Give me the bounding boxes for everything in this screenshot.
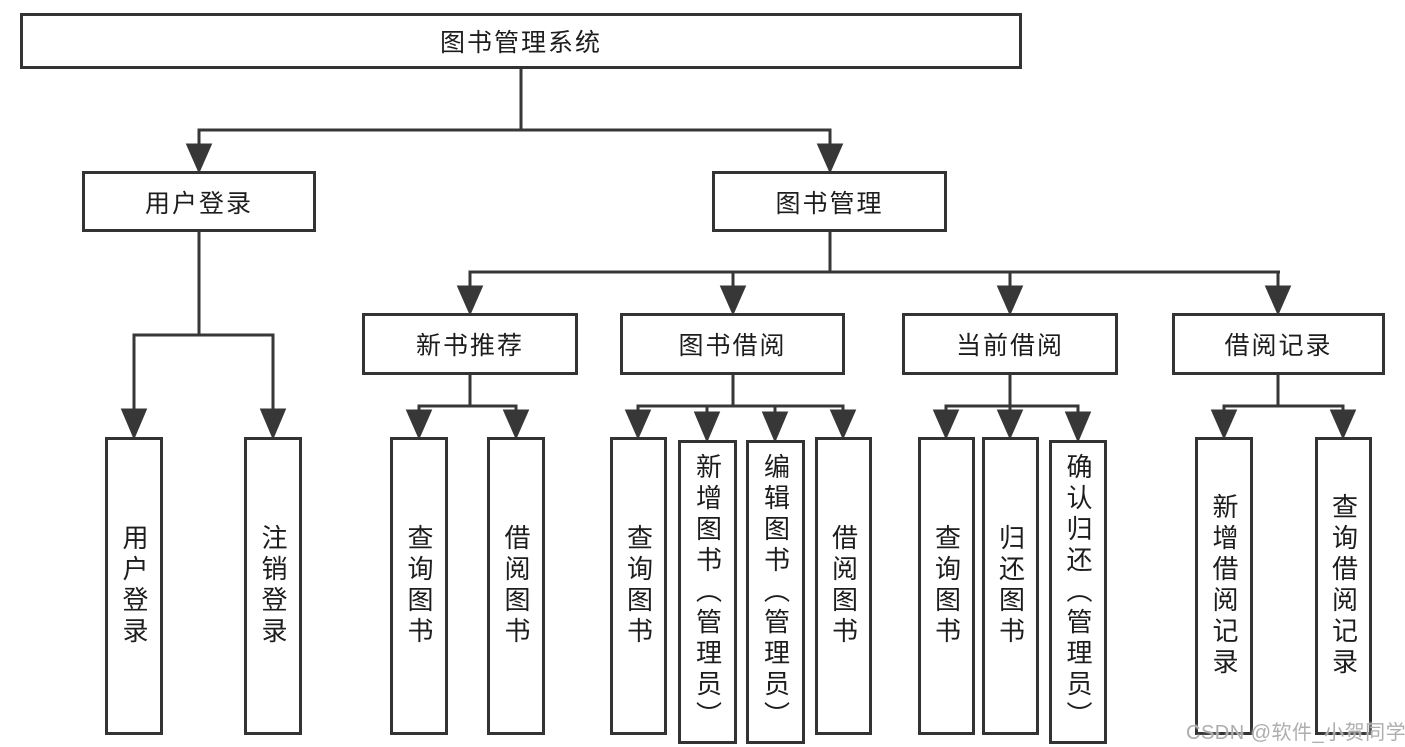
node-root: 图书管理系统 <box>20 13 1022 69</box>
leaf-confirm-return-admin: 确认归还（管理员） <box>1049 440 1107 744</box>
node-book-mgmt: 图书管理 <box>712 171 947 232</box>
connectors-root-to-level2 <box>185 69 844 174</box>
leaf-borrow-query-book: 查询图书 <box>610 437 667 735</box>
connectors-book-borrow-group <box>624 375 857 443</box>
connectors-new-book-group <box>405 375 530 440</box>
leaf-add-borrow-record: 新增借阅记录 <box>1195 437 1253 735</box>
leaf-current-query-book: 查询图书 <box>918 437 975 735</box>
leaf-user-login: 用户登录 <box>105 437 163 735</box>
leaf-newrec-query-book: 查询图书 <box>390 437 448 735</box>
node-new-book-rec: 新书推荐 <box>362 313 578 375</box>
node-book-borrow: 图书借阅 <box>620 313 845 375</box>
leaf-return-book: 归还图书 <box>982 437 1039 735</box>
leaf-add-book-admin: 新增图书（管理员） <box>678 440 737 744</box>
leaf-query-borrow-record: 查询借阅记录 <box>1315 437 1372 735</box>
node-borrow-records: 借阅记录 <box>1172 313 1385 375</box>
connectors-user-login-branch <box>120 232 287 440</box>
leaf-edit-book-admin: 编辑图书（管理员） <box>746 440 805 744</box>
node-user-login: 用户登录 <box>82 171 316 232</box>
leaf-borrow-book: 借阅图书 <box>815 437 872 735</box>
csdn-watermark: CSDN @软件_小贺同学 <box>1186 722 1405 744</box>
node-current-borrow: 当前借阅 <box>902 313 1118 375</box>
connectors-current-borrow-group <box>932 375 1092 443</box>
leaf-newrec-borrow-book: 借阅图书 <box>487 437 545 735</box>
connectors-book-mgmt-to-groups <box>456 232 1292 316</box>
leaf-logout: 注销登录 <box>244 437 302 735</box>
connectors-borrow-records-group <box>1210 375 1357 440</box>
